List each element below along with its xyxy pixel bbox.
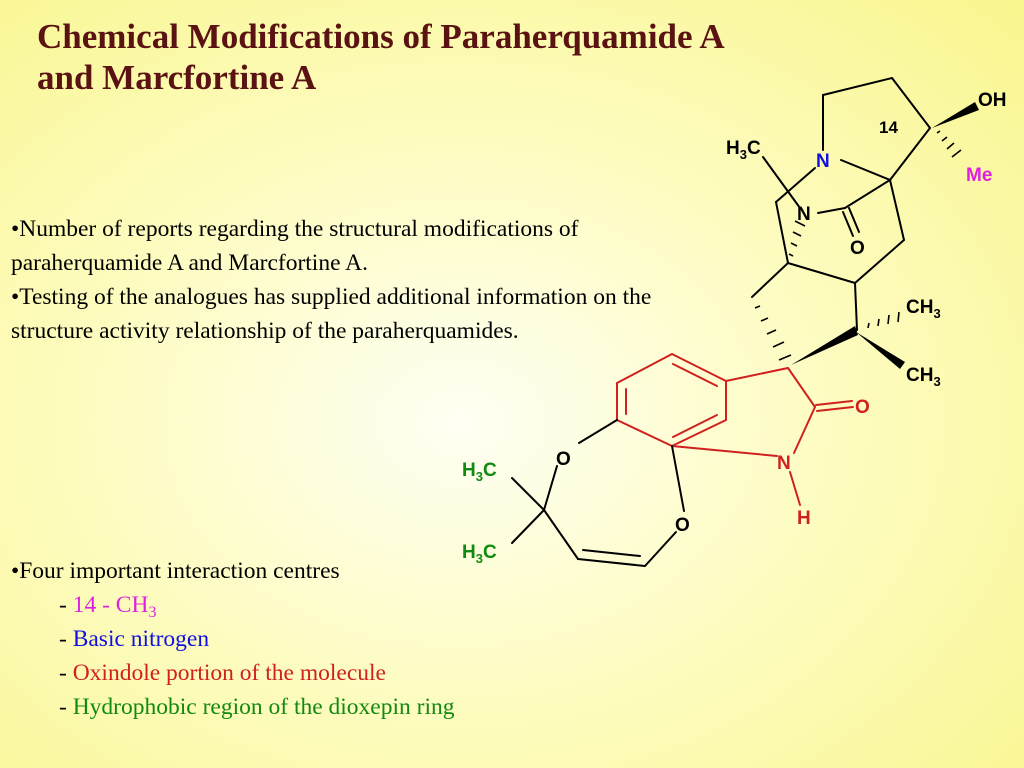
centre-oxindole-label: Oxindole portion of the molecule	[72, 660, 386, 686]
wedge-ch3	[856, 332, 905, 369]
label-h3c-green-2-c: C	[483, 542, 497, 563]
label-oxindole-hydrogen: H	[797, 508, 811, 529]
hashed-bonds	[754, 130, 962, 361]
label-h3c-top: H3C	[726, 138, 761, 162]
label-ch3-lower-sub: 3	[933, 374, 940, 389]
interaction-centres: •Four important interaction centres - 14…	[11, 554, 711, 724]
label-position-14: 14	[879, 118, 898, 137]
label-basic-nitrogen: N	[816, 151, 830, 172]
label-h3c-green-1-sub: 3	[476, 469, 483, 484]
centres-heading: •Four important interaction centres	[11, 558, 340, 584]
title-line-2: and Marcfortine A	[37, 58, 317, 97]
centre-item-basic-nitrogen: - Basic nitrogen	[11, 622, 711, 656]
label-ch3-upper: CH3	[906, 297, 941, 321]
dash: -	[59, 592, 67, 618]
label-h3c-green-1-h: H	[462, 460, 476, 481]
label-ring-oxygen-2: O	[675, 515, 690, 536]
label-h3c-green-1-c: C	[483, 460, 497, 481]
label-amide-nitrogen: N	[797, 204, 811, 225]
label-me: Me	[966, 165, 992, 186]
label-amide-oxygen: O	[850, 238, 865, 259]
dash: -	[59, 626, 67, 652]
centre-hydrophobic-label: Hydrophobic region of the dioxepin ring	[72, 694, 455, 720]
label-ch3-lower: CH3	[906, 365, 941, 389]
label-ring-oxygen-1: O	[556, 449, 571, 470]
bullet-list: •Number of reports regarding the structu…	[11, 212, 731, 348]
dash: -	[59, 660, 67, 686]
label-ch3-upper-text: CH	[906, 297, 933, 318]
label-oxindole-oxygen: O	[855, 397, 870, 418]
label-oh: OH	[978, 90, 1007, 111]
label-h3c-green-2: H3C	[462, 542, 497, 566]
label-h3c-top-sub: 3	[740, 147, 747, 162]
bullet-reports: •Number of reports regarding the structu…	[11, 216, 579, 276]
centre-item-14-ch3: - 14 - CH3	[11, 588, 711, 622]
label-h3c-top-h: H	[726, 138, 740, 159]
label-oxindole-nitrogen: N	[777, 453, 791, 474]
slide-title: Chemical Modifications of Paraherquamide…	[37, 16, 837, 98]
centre-14-ch3-text: 14 - CH	[72, 592, 149, 618]
centre-basic-nitrogen-label: Basic nitrogen	[72, 626, 210, 652]
centre-item-hydrophobic: - Hydrophobic region of the dioxepin rin…	[11, 690, 711, 724]
label-h3c-green-1: H3C	[462, 460, 497, 484]
label-ch3-upper-sub: 3	[933, 306, 940, 321]
skeleton-bonds	[751, 77, 979, 331]
label-h3c-top-c: C	[747, 138, 761, 159]
label-h3c-green-2-sub: 3	[476, 551, 483, 566]
oxindole-bonds	[616, 353, 854, 506]
dioxepin-bonds	[511, 419, 685, 567]
label-h3c-green-2-h: H	[462, 542, 476, 563]
wedge-spiro	[791, 326, 858, 365]
label-ch3-lower-text: CH	[906, 365, 933, 386]
centre-14-ch3-label: 14 - CH3	[72, 592, 157, 621]
dash: -	[59, 694, 67, 720]
title-line-1: Chemical Modifications of Paraherquamide…	[37, 17, 725, 56]
bullet-testing: •Testing of the analogues has supplied a…	[11, 284, 652, 344]
centre-14-ch3-sub: 3	[148, 603, 157, 621]
centre-item-oxindole: - Oxindole portion of the molecule	[11, 656, 711, 690]
